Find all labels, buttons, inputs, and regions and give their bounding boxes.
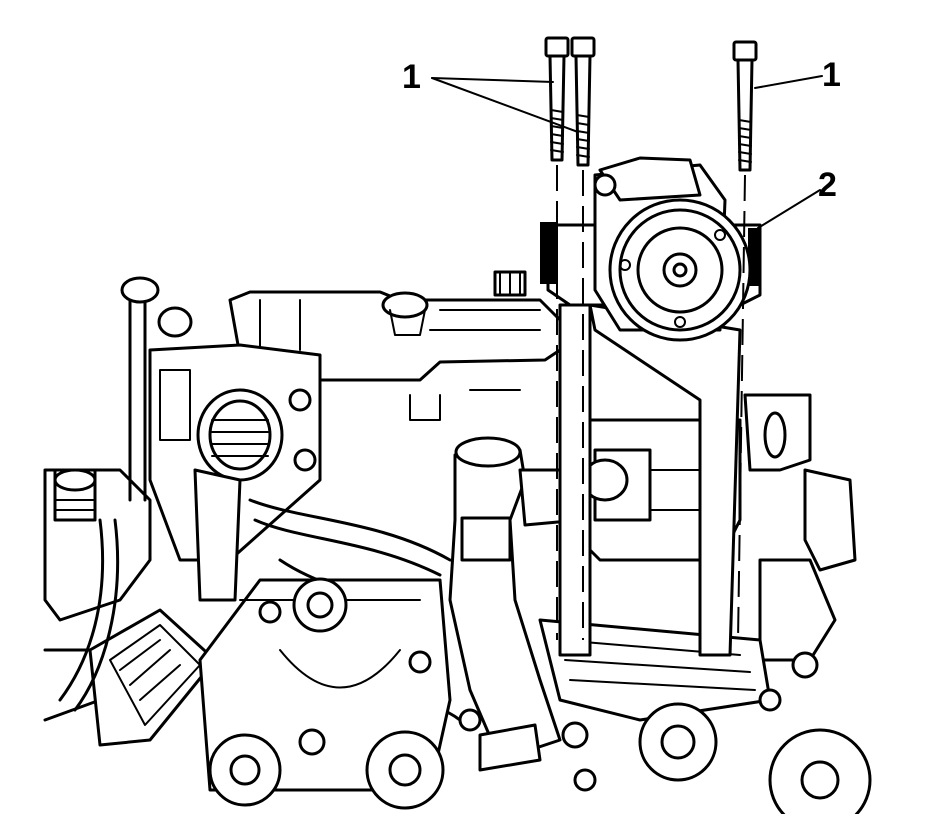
callout-1-left: 1 (402, 58, 421, 96)
bolt-left-2 (570, 36, 596, 167)
callout-1-right: 1 (822, 56, 841, 94)
callout-2: 2 (818, 166, 837, 204)
throttle-body (148, 343, 322, 602)
engine-left-side (43, 276, 193, 722)
bolt-alignment-lines (556, 165, 746, 641)
bolt-right (732, 40, 758, 172)
bolt-left-1 (544, 36, 570, 162)
leader-lines (431, 75, 823, 229)
ac-compressor (593, 156, 752, 342)
engine-front-pulleys (198, 577, 482, 810)
